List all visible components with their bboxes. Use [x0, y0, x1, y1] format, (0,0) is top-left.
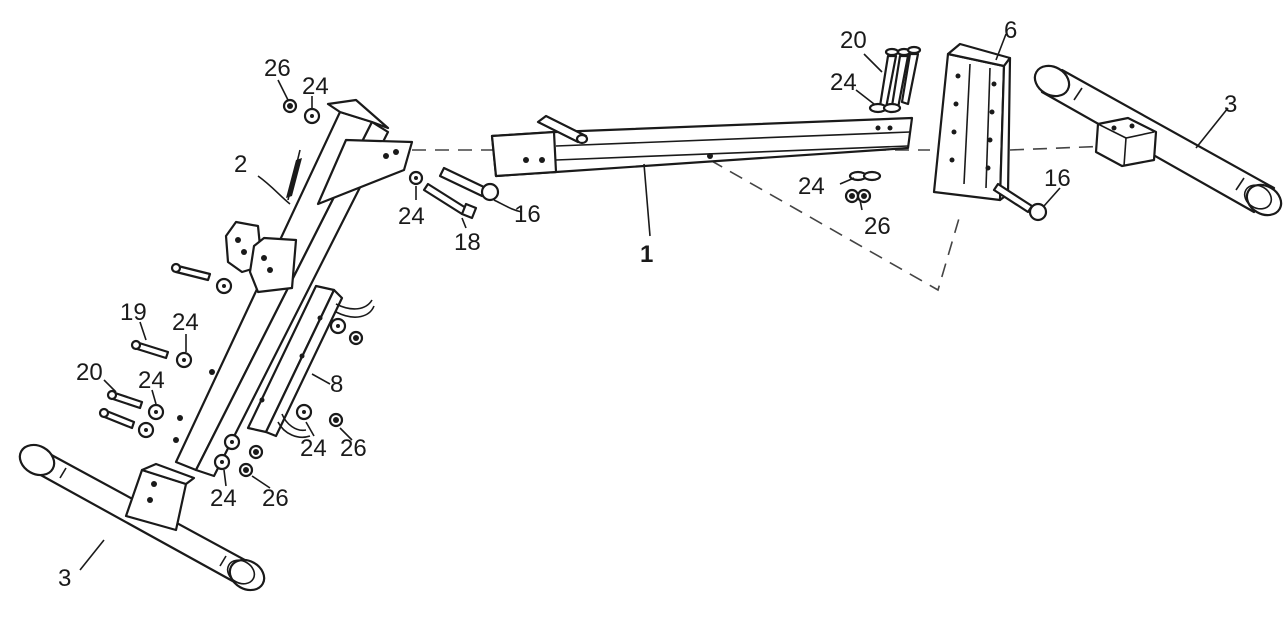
callout-part-3-front: 3 — [58, 565, 71, 592]
callouts: 1 2 3 3 6 8 16 16 18 19 20 20 24 24 24 2… — [58, 17, 1237, 592]
callout-24-rear-top: 24 — [830, 69, 857, 96]
rear-bracket — [932, 42, 1012, 202]
callout-part-6: 6 — [1004, 17, 1017, 44]
front-upright — [173, 98, 414, 478]
rear-stabilizer — [1033, 64, 1283, 217]
callout-part-1: 1 — [640, 241, 653, 268]
callout-26-top: 26 — [264, 55, 291, 82]
callout-24-rear-bottom: 24 — [798, 173, 825, 200]
callout-16-rear: 16 — [1044, 165, 1071, 192]
callout-part-8: 8 — [330, 371, 343, 398]
callout-24-bottom: 24 — [210, 485, 237, 512]
washers — [137, 102, 902, 471]
callout-18: 18 — [454, 229, 481, 256]
callout-19: 19 — [120, 299, 147, 326]
nuts — [238, 98, 872, 478]
callout-part-2: 2 — [234, 151, 247, 178]
callout-24-gusset: 24 — [398, 203, 425, 230]
front-stabilizer — [18, 443, 266, 592]
main-frame-tube — [490, 114, 914, 178]
callout-24-left-a: 24 — [172, 309, 199, 336]
callout-20-rear: 20 — [840, 27, 867, 54]
callout-24-left-b: 24 — [138, 367, 165, 394]
callout-24-top: 24 — [302, 73, 329, 100]
callout-26-bracket: 26 — [340, 435, 367, 462]
callout-20-left: 20 — [76, 359, 103, 386]
callout-26-rear: 26 — [864, 213, 891, 240]
seat-bracket — [246, 284, 375, 438]
callout-16-front: 16 — [514, 201, 541, 228]
callout-part-3-rear: 3 — [1224, 91, 1237, 118]
leader-lines — [79, 33, 1229, 571]
callout-26-bottom: 26 — [262, 485, 289, 512]
callout-24-bracket: 24 — [300, 435, 327, 462]
